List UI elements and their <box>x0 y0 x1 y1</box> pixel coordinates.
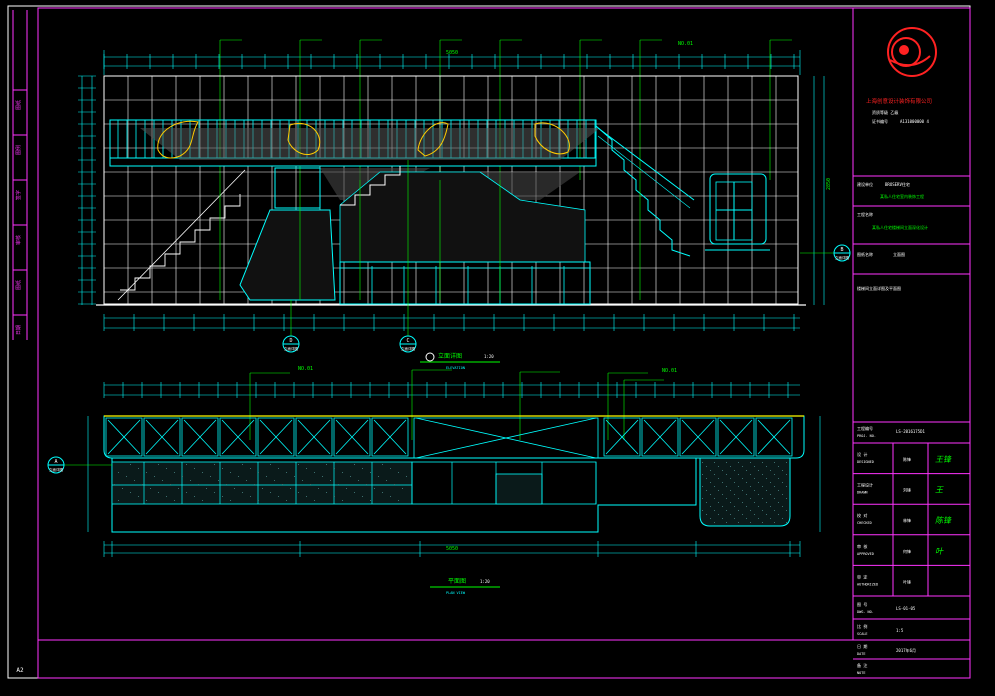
elevation-scale: 1:20 <box>484 354 494 359</box>
role-name-2: 林锋 <box>903 517 911 523</box>
role-en-2: CHECKED <box>857 521 872 525</box>
company-name: 上海创意设计装饰有限公司 <box>866 97 932 105</box>
signature-0: 王锋 <box>935 455 952 464</box>
date-en: DATE <box>857 652 865 656</box>
strip-label-3: 审核 <box>15 235 22 245</box>
sheet-no-label: 图 号 <box>857 601 867 607</box>
role-name-1: 刘锋 <box>903 487 911 493</box>
drawing-no-en: PROJ. NO. <box>857 434 876 438</box>
company-logo-icon <box>887 27 937 77</box>
dim-total-plan: 5050 <box>446 546 458 552</box>
cert-no: A131000000 4 <box>900 119 929 124</box>
callout-d-letter: D <box>289 338 292 344</box>
client-label: 建设单位 <box>857 181 873 187</box>
callout-a[interactable]: A 立面详图 <box>47 456 112 474</box>
callout-b[interactable]: B 立面详图 <box>800 244 851 262</box>
strip-label-5: 日期 <box>16 325 22 335</box>
callout-a-ref: 立面详图 <box>49 467 63 472</box>
plan-title-block: 平面图 1:20 PLAN VIEW <box>430 578 500 595</box>
sheet-inner-border <box>37 7 971 679</box>
notes-en: NOTE <box>857 671 865 675</box>
client-value-2: 某私人住宅室内装饰工程 <box>880 193 924 199</box>
notes-label: 备 注 <box>857 662 867 668</box>
leaf-ornament-3 <box>417 122 449 157</box>
role-en-4: AUTHORIZED <box>857 582 878 586</box>
plan-scale: 1:20 <box>480 579 490 584</box>
role-name-0: 陈锋 <box>903 456 911 462</box>
callout-b-letter: B <box>840 247 843 253</box>
leaf-ornament-1 <box>157 120 199 159</box>
project-value: 某私人住宅楼梯间立面深化设计 <box>872 224 928 230</box>
title-block: 上海创意设计装饰有限公司 资质等级 乙级 证书编号 A131000000 4 建… <box>853 27 970 675</box>
drawing-name-value: 立面图 <box>893 251 905 257</box>
plan-body <box>111 458 697 533</box>
drawing-desc: 楼梯间立面详图及平面图 <box>857 285 901 291</box>
callout-d-ref: 立面详图 <box>284 346 298 351</box>
elevation-view: 5050 NO.01 <box>78 39 851 370</box>
role-label-3: 审 核 <box>857 543 867 549</box>
callout-c-letter: C <box>406 338 409 344</box>
callout-a-letter: A <box>54 459 57 465</box>
tag-plan-right: NO.01 <box>662 368 677 374</box>
signature-3: 叶 <box>935 547 944 556</box>
date-label: 日 期 <box>857 643 867 649</box>
strip-label-2: 签字 <box>15 190 22 200</box>
project-label: 工程名称 <box>857 211 873 217</box>
role-label-0: 设 计 <box>857 451 867 457</box>
sheet-no-value: LS-01-05 <box>896 606 916 611</box>
role-label-4: 审 定 <box>857 573 867 579</box>
role-en-3: APPROVED <box>857 552 874 556</box>
base-cabinet <box>339 261 591 305</box>
window-frame <box>709 173 767 245</box>
dim-height: 2850 <box>826 178 832 190</box>
plan-view: NO.01 NO.01 5050 A 立面详图 平面图 <box>47 366 821 595</box>
elevation-ref: ELEVATION <box>446 366 465 370</box>
sheet-no-en: DWG. NO. <box>857 610 874 614</box>
tag-plan-left: NO.01 <box>298 366 313 372</box>
left-strip: 图纸 图例 签字 审核 图纸 日期 <box>12 10 28 340</box>
strip-label-1: 图例 <box>15 145 22 155</box>
strip-label-4: 图纸 <box>15 280 22 290</box>
role-en-0: DESIGNED <box>857 460 874 464</box>
leaf-ornament-4 <box>534 122 570 155</box>
sofa-shape <box>239 209 336 301</box>
signature-2: 陈锋 <box>935 516 952 525</box>
plan-bay <box>699 457 791 527</box>
plan-ref: PLAN VIEW <box>446 591 466 595</box>
scale-value: 1:5 <box>896 628 904 633</box>
company-sub: 资质等级 乙级 <box>872 109 898 115</box>
elevation-title-block: 立面详图 1:20 ELEVATION <box>420 352 500 370</box>
role-label-2: 校 对 <box>857 512 867 518</box>
client-value: BROSERV住宅 <box>885 181 910 187</box>
signature-1: 王 <box>935 486 944 495</box>
strip-label-0: 图纸 <box>15 100 22 110</box>
scale-label: 比 例 <box>857 623 867 629</box>
scale-en: SCALE <box>857 632 868 636</box>
callout-c[interactable]: C 立面详图 <box>399 160 417 353</box>
callout-c-ref: 立面详图 <box>401 346 415 351</box>
role-name-3: 何锋 <box>903 548 911 554</box>
tag-top-right: NO.01 <box>678 41 693 47</box>
drawing-no-value: LS-2016175D1 <box>896 429 925 434</box>
leaf-ornament-2 <box>287 122 321 155</box>
dim-total-top: 5050 <box>446 50 458 56</box>
role-en-1: DRAWN <box>857 491 868 495</box>
role-label-1: 工程设计 <box>857 482 873 488</box>
left-stair <box>120 194 241 291</box>
drawing-no-label: 工程编号 <box>857 425 873 431</box>
callout-b-ref: 立面详图 <box>835 255 849 260</box>
date-value: 2017年6月 <box>896 647 916 653</box>
callout-d[interactable]: D 立面详图 <box>282 300 300 353</box>
cert-label: 证书编号 <box>872 118 888 124</box>
elevation-title: 立面详图 <box>438 352 462 360</box>
role-name-4: 叶锋 <box>903 578 911 584</box>
center-stair <box>340 166 401 206</box>
right-stair <box>595 125 691 257</box>
sheet-number: A2 <box>16 667 24 674</box>
drawing-name-label: 图纸名称 <box>857 251 873 257</box>
plan-title: 平面图 <box>448 578 466 585</box>
